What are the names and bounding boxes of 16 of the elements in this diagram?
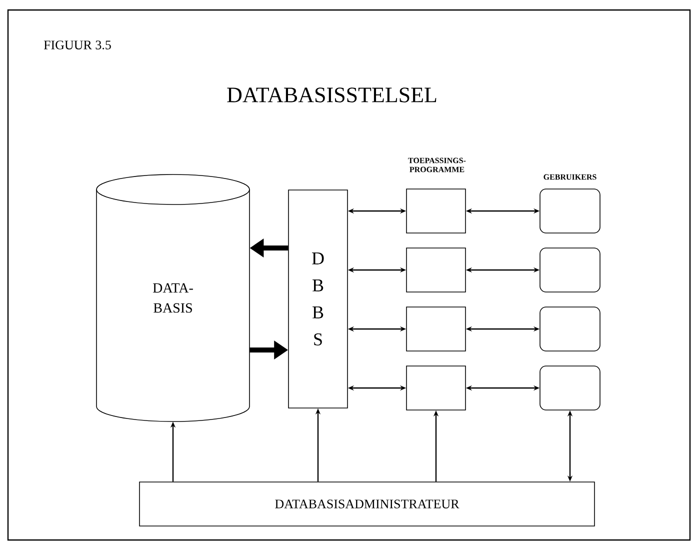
program-box	[406, 248, 466, 292]
administrator-box: DATABASISADMINISTRATEUR	[139, 482, 595, 526]
program-box	[406, 188, 466, 234]
user-box	[540, 306, 600, 352]
user-box	[540, 188, 600, 234]
node-label: DATA- BASIS	[152, 283, 193, 313]
user-box	[540, 248, 600, 292]
title: DATABASISSTELSEL	[227, 88, 436, 102]
column-heading: GEBRUIKERS	[544, 174, 596, 180]
dbms-box: D B B S	[288, 190, 348, 408]
database-cylinder: DATA- BASIS	[96, 174, 250, 422]
program-box	[406, 306, 466, 352]
column-heading: TOEPASSINGS- PROGRAMME	[408, 158, 466, 172]
program-box	[406, 366, 466, 410]
user-box	[540, 366, 600, 410]
figure-label: FIGUUR 3.5	[44, 40, 111, 50]
